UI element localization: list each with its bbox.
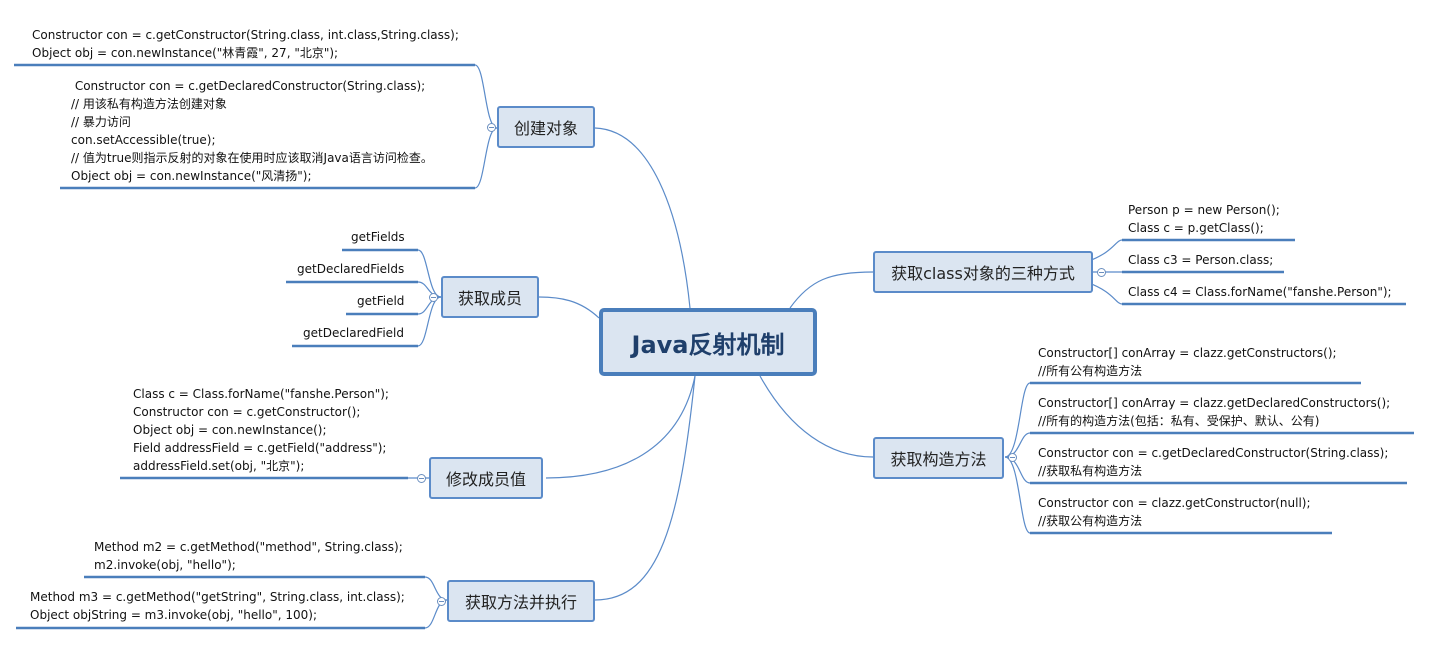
collapse-circle-icon[interactable] [487, 123, 496, 132]
central-topic[interactable]: Java反射机制 [599, 308, 817, 376]
leaf-get-class-literal: Class c3 = Person.class; [1128, 253, 1274, 267]
leaf-create-object-private: Constructor con = c.getDeclaredConstruct… [71, 79, 433, 183]
leaf-modify-member-code: Class c = Class.forName("fanshe.Person")… [133, 387, 389, 473]
leaf-getfields: getFields [351, 230, 405, 244]
leaf-getfield: getField [357, 294, 405, 308]
leaf-get-class-forname: Class c4 = Class.forName("fanshe.Person"… [1128, 285, 1392, 299]
collapse-circle-icon[interactable] [437, 597, 446, 606]
topic-get-class-label: 获取class对象的三种方式 [891, 264, 1075, 283]
collapse-circle-icon[interactable] [1008, 453, 1017, 462]
leaf-get-constructor-null: Constructor con = clazz.getConstructor(n… [1038, 496, 1311, 528]
leaf-get-declared-constructors: Constructor[] conArray = clazz.getDeclar… [1038, 396, 1391, 428]
collapse-circle-icon[interactable] [429, 293, 438, 302]
topic-invoke-method-label: 获取方法并执行 [464, 593, 577, 612]
leaf-get-constructors: Constructor[] conArray = clazz.getConstr… [1038, 346, 1337, 378]
topic-get-members[interactable]: 获取成员 [441, 276, 539, 318]
collapse-circle-icon[interactable] [417, 474, 426, 483]
leaf-create-object-public: Constructor con = c.getConstructor(Strin… [32, 28, 459, 60]
topic-get-members-label: 获取成员 [457, 289, 522, 308]
leaf-get-class-getclass: Person p = new Person(); Class c = p.get… [1128, 203, 1280, 235]
topic-get-class[interactable]: 获取class对象的三种方式 [873, 251, 1093, 293]
topic-get-constructor-label: 获取构造方法 [890, 450, 987, 469]
topic-modify-member-label: 修改成员值 [445, 470, 526, 489]
leaf-get-declared-constructor: Constructor con = c.getDeclaredConstruct… [1038, 446, 1389, 478]
leaf-getdeclaredfields: getDeclaredFields [297, 262, 405, 276]
central-topic-label: Java反射机制 [631, 330, 785, 359]
topic-create-object[interactable]: 创建对象 [497, 106, 595, 148]
leaf-invoke-method-m3: Method m3 = c.getMethod("getString", Str… [30, 590, 405, 622]
collapse-circle-icon[interactable] [1097, 268, 1106, 277]
topic-create-object-label: 创建对象 [513, 119, 578, 138]
topic-modify-member[interactable]: 修改成员值 [429, 457, 543, 499]
leaf-invoke-method-m2: Method m2 = c.getMethod("method", String… [94, 540, 403, 572]
topic-invoke-method[interactable]: 获取方法并执行 [447, 580, 595, 622]
leaf-getdeclaredfield: getDeclaredField [303, 326, 404, 340]
topic-get-constructor[interactable]: 获取构造方法 [873, 437, 1004, 479]
